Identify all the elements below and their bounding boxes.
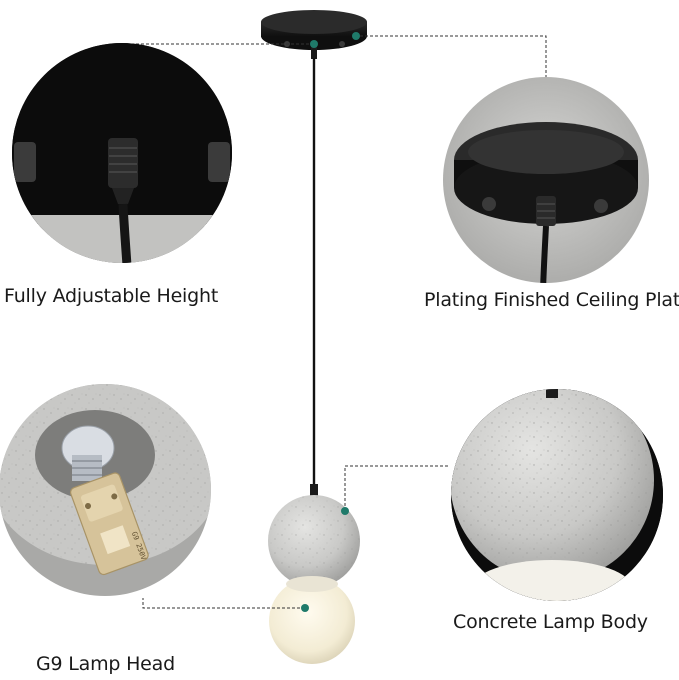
detail-circle-socket: G9 250V (0, 384, 211, 596)
glass-globe (269, 578, 355, 664)
callout-label-height: Fully Adjustable Height (4, 285, 219, 307)
canopy-nut-left (482, 197, 496, 211)
callout-label-body: Concrete Lamp Body (453, 611, 648, 633)
canopy-screw-right (339, 41, 345, 47)
pendant-fixture (261, 10, 367, 664)
marker-ceiling (352, 32, 360, 40)
callout-label-ceiling: Plating Finished Ceiling Plate (424, 289, 679, 311)
canopy-nut-right (594, 199, 608, 213)
detail-circle-concrete (451, 389, 663, 601)
marker-height (310, 40, 318, 48)
marker-body (341, 507, 349, 515)
detail-circle-canopy (443, 77, 649, 283)
detail-circle-cable (12, 43, 232, 263)
marker-head (301, 604, 309, 612)
callout-label-head: G9 Lamp Head (36, 653, 175, 675)
callout-markers (301, 32, 360, 612)
